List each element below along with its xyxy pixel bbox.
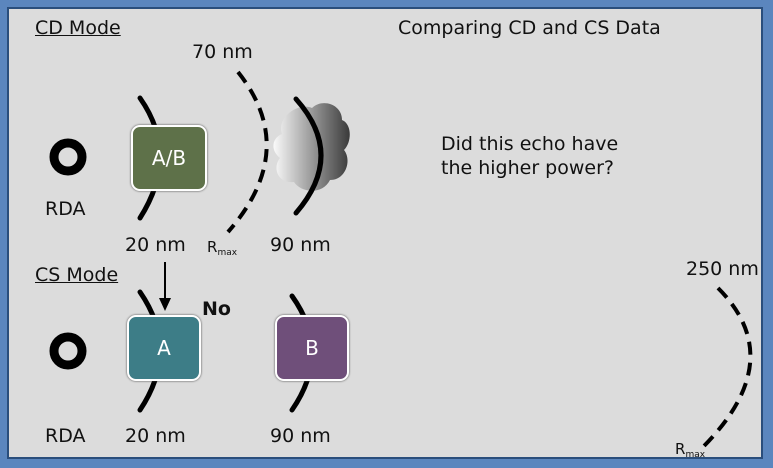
page-title: Comparing CD and CS Data <box>398 17 661 39</box>
cd-rmax-dashed-arc <box>226 70 269 234</box>
cd-rmax-sub: max <box>217 248 238 258</box>
cs-mode-heading: CS Mode <box>35 264 119 286</box>
cs-radar-ring-icon <box>49 332 87 370</box>
cs-90nm-label: 90 nm <box>270 425 331 447</box>
cd-radar-ring-icon <box>49 138 87 176</box>
target-a-label: A <box>157 336 171 360</box>
cd-90nm-range-arc <box>293 96 324 216</box>
cs-rmax-dashed-arc <box>700 286 753 450</box>
cs-250nm-label: 250 nm <box>686 258 759 280</box>
cs-rmax-label: Rmax <box>675 440 705 460</box>
target-b-box: B <box>275 315 349 381</box>
target-b-label: B <box>305 336 319 360</box>
question-line-2: the higher power? <box>441 157 614 179</box>
cs-rmax-sub: max <box>685 450 706 460</box>
cd-90nm-label: 90 nm <box>270 234 331 256</box>
echo-cloud-icon <box>273 103 350 191</box>
target-ab-label: A/B <box>151 146 187 170</box>
transition-arrow-head-icon <box>159 298 171 311</box>
cd-rda-label: RDA <box>45 198 86 220</box>
cd-rmax-main: R <box>207 238 218 256</box>
answer-no-label: No <box>202 298 231 320</box>
cs-rmax-main: R <box>675 440 686 458</box>
cs-20nm-label: 20 nm <box>125 425 186 447</box>
target-ab-box: A/B <box>131 125 207 191</box>
cs-rda-label: RDA <box>45 425 86 447</box>
cd-70nm-label: 70 nm <box>192 41 253 63</box>
target-a-box: A <box>127 315 201 381</box>
cd-20nm-label: 20 nm <box>125 234 186 256</box>
diagram-panel <box>7 7 763 459</box>
question-line-1: Did this echo have <box>441 133 619 155</box>
cd-rmax-label: Rmax <box>207 238 237 258</box>
cd-mode-heading: CD Mode <box>35 17 121 39</box>
